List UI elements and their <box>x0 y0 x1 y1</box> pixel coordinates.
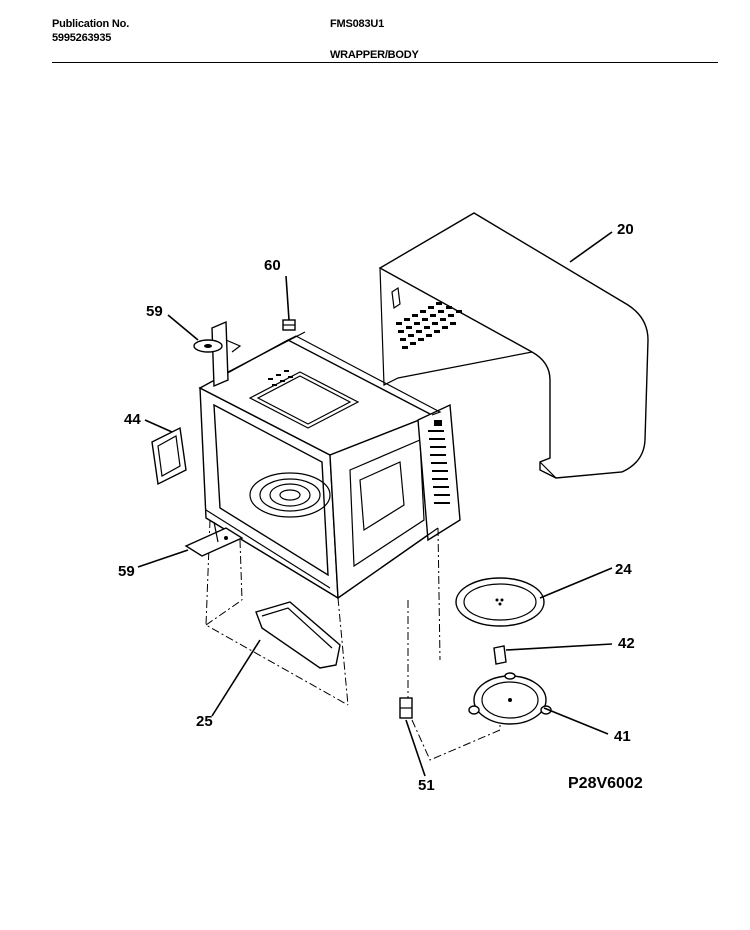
callout-59-bottom: 59 <box>118 563 135 580</box>
oven-body-part <box>198 331 461 600</box>
callout-60: 60 <box>264 257 281 274</box>
drawing-code: P28V6002 <box>568 775 643 792</box>
model-number: FMS083U1 <box>330 18 385 30</box>
drip-tray-part-25 <box>255 601 341 669</box>
callout-41: 41 <box>614 728 631 745</box>
fastener-part-60 <box>282 319 296 331</box>
callout-20: 20 <box>617 221 634 238</box>
roller-ring-part-41 <box>468 672 552 725</box>
publication-label: Publication No. <box>52 18 130 30</box>
publication-number: 5995263935 <box>52 32 112 44</box>
callout-59-top: 59 <box>146 303 163 320</box>
header-rule <box>52 62 718 63</box>
outer-wrapper-part <box>378 212 649 479</box>
callout-42: 42 <box>618 635 635 652</box>
leader-lines <box>137 231 613 777</box>
section-title: WRAPPER/BODY <box>330 49 419 61</box>
hinge-top-part <box>193 320 242 388</box>
callout-24: 24 <box>615 561 632 578</box>
gasket-part-44 <box>151 426 187 486</box>
callout-51: 51 <box>418 777 435 794</box>
coupler-part-42 <box>493 645 507 665</box>
hinge-bottom-part <box>184 521 244 557</box>
callout-44: 44 <box>124 411 141 428</box>
callout-25: 25 <box>196 713 213 730</box>
dashed-base-outline <box>205 519 501 761</box>
glass-tray-part-24 <box>455 577 545 627</box>
clip-part-51 <box>399 697 413 719</box>
